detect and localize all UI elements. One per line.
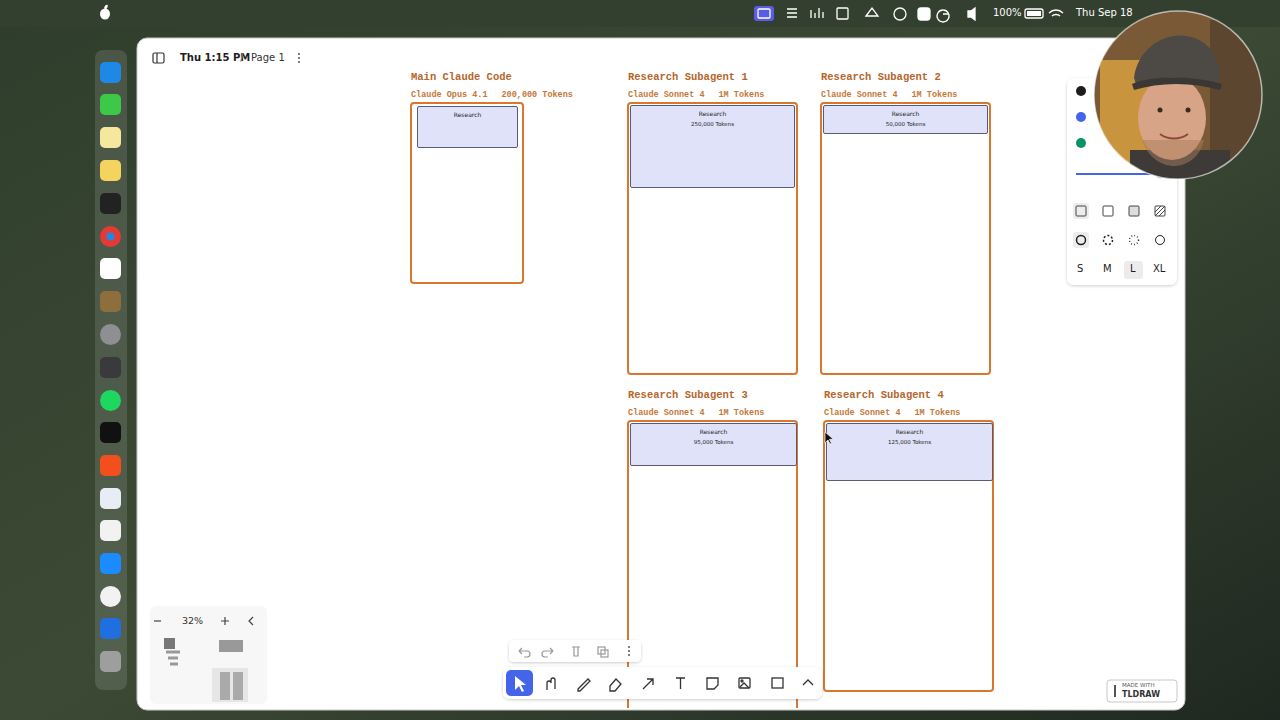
agent-title: Research Subagent 2 [821,71,971,84]
block-title: Research [454,111,482,119]
minimap [150,606,267,704]
agent-panel: Main Claude CodeClaude Opus 4.1200,000 T… [410,71,524,284]
style-panel [1067,78,1177,285]
research-block: Research 250,000 Tokens [630,105,795,188]
sidebar-toggle [153,53,164,63]
agent-subtitle: 200,000 Tokens [502,90,573,101]
research-block: Research [417,106,518,148]
block-title: Research [896,428,924,436]
agent-subtitle-row: Claude Sonnet 4 1M Tokens [824,402,974,420]
agent-panel: Research Subagent 2 Claude Sonnet 4 1M Tok… [820,71,991,375]
context-window: Research [410,102,524,284]
badge-logo [1114,685,1116,697]
dock-icons [100,62,121,672]
mouse-cursor [825,432,834,444]
context-window: Research 250,000 Tokens [627,102,798,375]
agent-title: Research Subagent 1 [628,71,778,84]
agent-subtitle: Claude Sonnet 4 [628,408,705,419]
menu-bar [0,0,1280,27]
menu-date: Thu Sep 18 [1076,7,1133,19]
agent-heading: Research Subagent 4 Claude Sonnet 4 1M Tok… [824,389,974,420]
whiteboard-canvas: Main Claude CodeClaude Opus 4.1 200,000 T… [137,38,1185,708]
size-option: S [1077,263,1083,275]
token-count: 125,000 Tokens [888,439,931,446]
context-window: Research 125,000 Tokens [823,420,994,692]
agent-title: Research Subagent 4 [824,389,974,402]
size-option: XL [1153,263,1165,275]
agent-heading: Research Subagent 1 Claude Sonnet 4 1M Tok… [628,71,778,102]
action-toolbar [509,640,641,662]
status-icons [754,6,1063,22]
agent-panel: Research Subagent 4 Claude Sonnet 4 1M Tok… [823,389,994,692]
size-option: L [1130,263,1136,275]
agent-subtitle-row: Claude Sonnet 4 1M Tokens [628,84,778,102]
agent-subtitle: Claude Sonnet 4 [821,90,898,101]
agent-title: Main Claude Code [411,71,587,84]
breadcrumb-separator: / [240,52,243,64]
battery-percent: 100% [993,7,1022,19]
agent-subtitle: Claude Opus 4.1 [411,90,488,101]
apple-logo [100,4,110,19]
made-with-badge [1107,680,1177,702]
tool-toolbar [503,667,822,699]
context-window: Research 50,000 Tokens [820,102,991,375]
agent-subtitle: 1M Tokens [912,90,958,101]
block-title: Research [700,428,728,436]
agent-subtitle: 1M Tokens [719,90,765,101]
block-title: Research [892,110,920,118]
zoom-level: 32% [182,615,203,626]
agent-subtitle-row: Claude Sonnet 4 1M Tokens [821,84,971,102]
page-menu-dots [298,53,300,63]
agent-panel: Research Subagent 3 Claude Sonnet 4 1M Tok… [627,389,798,708]
token-count: 250,000 Tokens [691,121,734,128]
token-count: 50,000 Tokens [886,121,926,128]
size-option: M [1103,263,1112,275]
dock [95,50,127,690]
agent-panel: Research Subagent 1 Claude Sonnet 4 1M Tok… [627,71,798,375]
context-window: Research 95,000 Tokens [627,420,798,708]
agent-heading: Research Subagent 3 Claude Sonnet 4 1M Tok… [628,389,778,420]
research-block: Research 125,000 Tokens [826,423,993,481]
agent-subtitle: Claude Sonnet 4 [628,90,705,101]
page-name: Page 1 [251,52,285,64]
agent-subtitle-row: Claude Opus 4.1 200,000 Tokens [411,84,587,102]
agent-heading: Research Subagent 2 Claude Sonnet 4 1M Tok… [821,71,971,102]
agent-title: Research Subagent 3 [628,389,778,402]
agent-subtitle: 1M Tokens [915,408,961,419]
webcam-overlay [1090,8,1270,190]
agent-subtitle-row: Claude Sonnet 4 1M Tokens [628,402,778,420]
research-block: Research 95,000 Tokens [630,423,797,466]
agent-subtitle: 1M Tokens [719,408,765,419]
agent-heading: Main Claude CodeClaude Opus 4.1 200,000 T… [411,71,587,102]
badge-brand: TLDRAW [1122,690,1160,700]
agent-subtitle: Claude Sonnet 4 [824,408,901,419]
document-title: Thu 1:15 PM [180,52,250,64]
badge-text: MADE WITH [1122,682,1155,689]
research-block: Research 50,000 Tokens [823,105,988,134]
token-count: 95,000 Tokens [694,439,734,446]
block-title: Research [699,110,727,118]
